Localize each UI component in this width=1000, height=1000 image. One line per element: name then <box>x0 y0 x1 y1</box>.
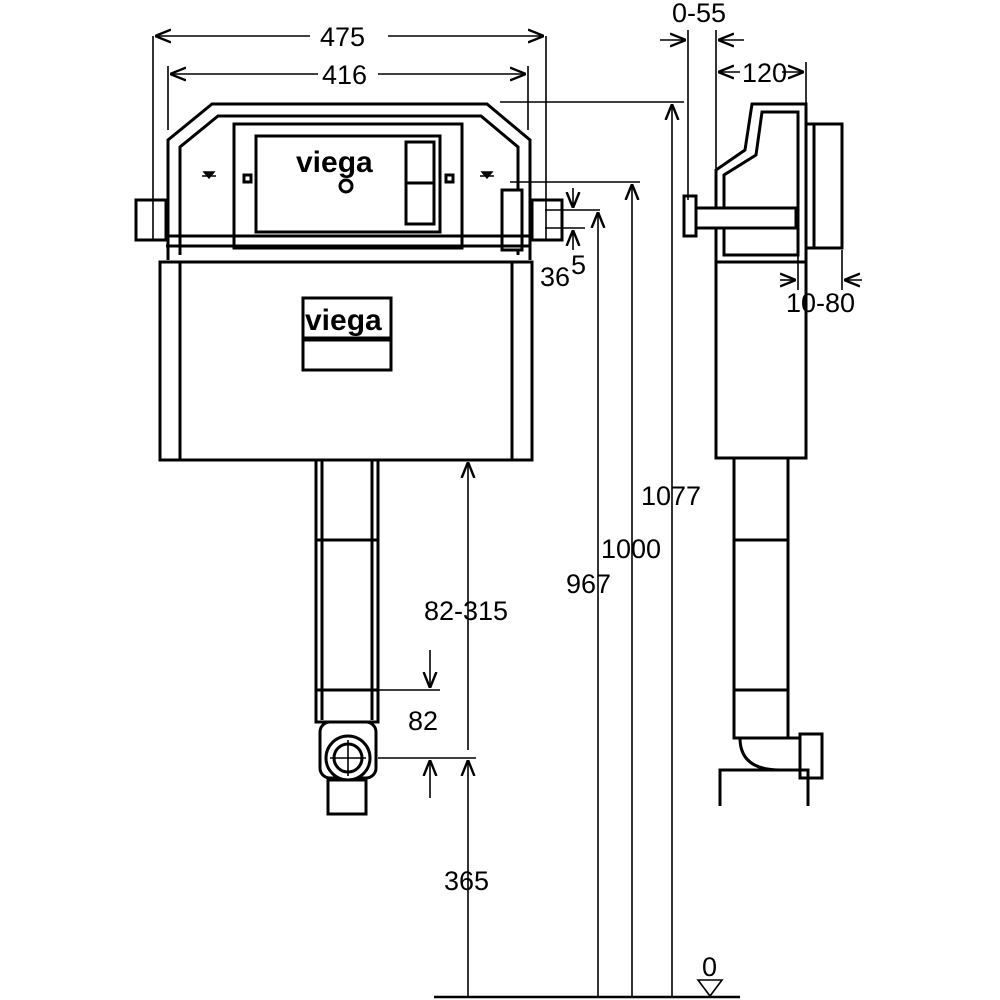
dim-82: 82 <box>408 706 438 736</box>
right-bracket <box>530 198 564 242</box>
dim-120: 120 <box>742 58 787 88</box>
dim-1000: 1000 <box>601 534 661 564</box>
viega-logo-tank: viega <box>305 304 382 337</box>
dimension-lines: 475 416 0-55 120 10-80 36 5 1077 1000 96… <box>152 0 862 999</box>
front-view: viega viega <box>134 102 564 816</box>
side-drain-pipe <box>732 456 790 740</box>
drain-pipe <box>314 458 380 724</box>
dim-1077: 1077 <box>641 481 701 511</box>
dim-10-80: 10-80 <box>786 288 855 318</box>
dim-416: 416 <box>322 60 367 90</box>
side-tank <box>714 260 808 460</box>
dim-5: 5 <box>571 250 586 280</box>
left-bracket <box>134 198 168 242</box>
floor-level-marker <box>696 979 724 998</box>
actuator-plate <box>232 122 464 250</box>
flush-pipe-connection <box>804 122 844 250</box>
frame-outline <box>166 102 532 260</box>
dim-365: 365 <box>444 866 489 896</box>
dim-0-55: 0-55 <box>672 0 726 28</box>
dim-82-315: 82-315 <box>424 596 508 626</box>
dim-967: 967 <box>566 569 611 599</box>
viega-logo-top: viega <box>296 146 373 179</box>
side-view <box>682 102 844 806</box>
dim-36: 36 <box>540 262 570 292</box>
dim-475: 475 <box>320 22 365 52</box>
dim-0: 0 <box>702 952 717 982</box>
